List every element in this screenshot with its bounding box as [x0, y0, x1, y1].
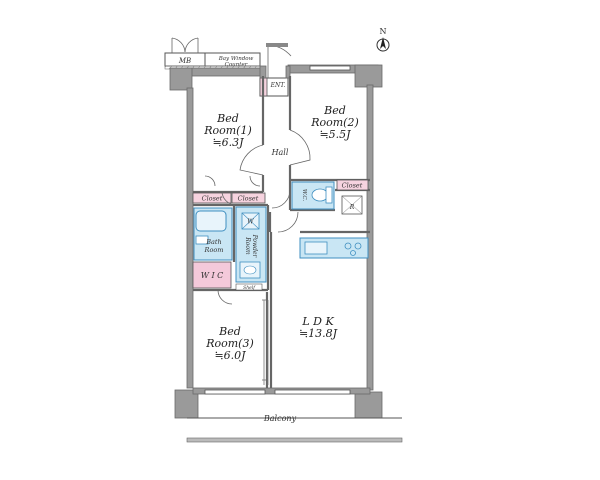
bed2-door-icon	[289, 129, 311, 166]
north-label: N	[380, 27, 387, 36]
bay-window-area: MB Bay Window Counter	[164, 37, 261, 70]
bed1-label-2: Room(1)	[203, 124, 252, 137]
interior-walls	[193, 76, 370, 388]
bed1-door-icon	[239, 144, 264, 176]
wet-areas: Bath Room W Powder Room W.C. R	[193, 181, 369, 283]
kitchen-sink-icon	[304, 241, 328, 255]
north-arrow-icon: N	[376, 27, 390, 52]
ldk-label: L D K	[301, 315, 334, 328]
ldk-area: ≒13.8J	[299, 327, 338, 340]
bed2-area: ≒5.5J	[319, 128, 351, 141]
counter-label: Counter	[225, 62, 248, 68]
svg-text:Shelf: Shelf	[243, 285, 256, 291]
svg-text:Closet: Closet	[342, 182, 363, 190]
bed3-label-2: Room(3)	[205, 337, 254, 350]
ldk-door-icon	[277, 211, 299, 233]
bed3-area: ≒6.0J	[214, 349, 246, 362]
windows	[204, 65, 351, 395]
bed1-label-1: Bed	[216, 112, 239, 125]
balcony: Balcony	[186, 414, 403, 443]
hall-label: Hall	[271, 148, 289, 157]
closets: Closet Closet Closet W I C Shelf	[192, 179, 369, 291]
powder-door-icon	[221, 190, 237, 206]
closet-bed2	[336, 179, 369, 191]
svg-text:Bath: Bath	[205, 238, 221, 246]
mb-label: MB	[178, 57, 191, 65]
svg-text:Room: Room	[204, 246, 224, 254]
closet-bed1-b	[231, 192, 266, 204]
mb-door-left-icon	[171, 37, 186, 53]
bed1-area: ≒6.3J	[212, 136, 244, 149]
bed2-label-1: Bed	[323, 104, 346, 117]
walk-in-closet	[192, 261, 232, 289]
doors	[204, 129, 311, 381]
wc-door-icon	[271, 189, 291, 209]
room-labels: Bed Room(1) ≒6.3J Bed Room(2) ≒5.5J Hall…	[203, 104, 359, 362]
powder-room-label: Powder	[251, 234, 258, 259]
svg-text:Closet: Closet	[238, 195, 259, 203]
mb-door-right-icon	[184, 37, 199, 53]
bed2-label-2: Room(2)	[310, 116, 359, 129]
bay-window-label: Bay Window	[218, 56, 254, 62]
svg-text:Closet: Closet	[202, 195, 223, 203]
bathtub-icon	[195, 210, 227, 232]
closet-bed1-a	[192, 192, 232, 204]
balcony-label: Balcony	[263, 414, 297, 423]
sliding-partition	[263, 300, 269, 385]
bed3-label-1: Bed	[218, 325, 241, 338]
ent-label: ENT.	[270, 82, 286, 89]
wic-door-icon	[217, 289, 233, 305]
svg-text:Room: Room	[244, 236, 251, 255]
shelf	[235, 283, 263, 291]
svg-text:W: W	[247, 219, 254, 226]
stove-icon	[344, 242, 362, 256]
svg-text:W.C.: W.C.	[301, 189, 307, 201]
svg-text:W I C: W I C	[201, 271, 224, 280]
svg-text:R: R	[349, 204, 355, 211]
